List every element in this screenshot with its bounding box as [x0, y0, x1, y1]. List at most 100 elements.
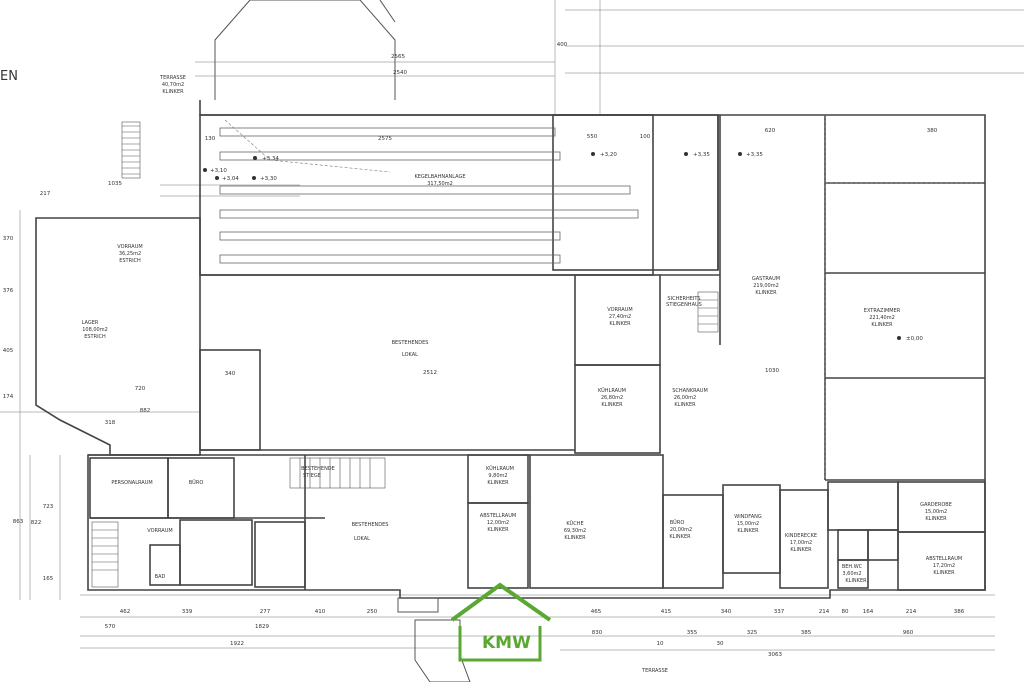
- dim-label: 720: [135, 386, 146, 392]
- level-marker-icons: [203, 152, 901, 340]
- dim-label: 130: [205, 136, 216, 142]
- level-marker: +3,10: [210, 168, 227, 174]
- dim-label: 380: [927, 128, 938, 134]
- dim-label: 960: [903, 630, 914, 636]
- entrance-bay: [397, 597, 471, 682]
- room-area-kegelbahn: 317,50m2: [427, 181, 453, 187]
- room-area-lager: 108,00m2: [82, 327, 108, 333]
- room-name-vorraum3: VORRAUM: [147, 528, 172, 534]
- room-name-vorraum2: VORRAUM: [607, 307, 632, 313]
- room-floor-kinderecke: KLINKER: [790, 547, 812, 553]
- room-name-personalraum: PERSONALRAUM: [111, 480, 152, 486]
- dim-label: 277: [260, 609, 271, 615]
- level-marker: +3,30: [260, 176, 277, 182]
- roof-outline: [214, 0, 396, 100]
- room-name-terrasse: TERRASSE: [159, 75, 186, 81]
- room-floor-lokal2: LOKAL: [354, 536, 370, 542]
- dim-label: 410: [315, 609, 326, 615]
- dim-label: 830: [592, 630, 603, 636]
- room-floor-terrasse: KLINKER: [162, 89, 184, 95]
- dim-label: 340: [721, 609, 732, 615]
- dim-label: 570: [105, 624, 116, 630]
- dim-label: 100: [640, 134, 651, 140]
- dimension-labels: 2565 2540 2575 400 130 550 100 620 380 2…: [3, 42, 965, 658]
- dim-label: 3063: [768, 652, 782, 658]
- dim-label: 164: [863, 609, 874, 615]
- dim-label: 405: [3, 348, 14, 354]
- room-area-abstellraum1: 12,00m2: [487, 520, 509, 526]
- room-name-lokal2: BESTEHENDES: [352, 522, 389, 528]
- dim-label: 250: [367, 609, 378, 615]
- room-floor-stiege: STIEGE: [303, 473, 321, 479]
- room-area-extrazimmer: 221,40m2: [869, 315, 895, 321]
- dim-label: 30: [717, 641, 724, 647]
- dim-label: 80: [842, 609, 849, 615]
- room-name-kinderecke: KINDERECKE: [785, 533, 817, 539]
- building-walls: [35, 100, 986, 599]
- dim-label: 355: [687, 630, 698, 636]
- room-area-terrasse: 40,70m2: [162, 82, 184, 88]
- dim-label: 550: [587, 134, 598, 140]
- room-floor-windfang: KLINKER: [737, 528, 759, 534]
- room-floor-gastraum: KLINKER: [755, 290, 777, 296]
- room-name-terrasse2: TERRASSE: [641, 668, 668, 674]
- dim-label: 214: [819, 609, 830, 615]
- level-marker: +3,34: [262, 156, 279, 162]
- dim-label: 863: [13, 519, 24, 525]
- dim-label: 2565: [391, 54, 405, 60]
- room-name-buero2: BÜRO: [670, 519, 685, 526]
- room-area-kuehlraum1: 26,80m2: [601, 395, 623, 401]
- level-markers: +3,34 +3,10 +3,04 +3,30 +3,20 +3,35 +3,3…: [210, 152, 923, 342]
- dim-label: 2575: [378, 136, 392, 142]
- room-floor-vorraum1: ESTRICH: [119, 258, 141, 264]
- dim-label: 620: [765, 128, 776, 134]
- room-name-kegelbahn: KEGELBAHNANLAGE: [414, 174, 465, 180]
- room-name-garderobe: GARDEROBE: [920, 502, 952, 508]
- room-floor-buero2: KLINKER: [669, 534, 691, 540]
- room-name-gastraum: GASTRAUM: [752, 276, 780, 282]
- room-floor-lager: ESTRICH: [84, 334, 106, 340]
- kmw-logo: KMW: [450, 582, 552, 662]
- level-marker: +3,04: [222, 176, 239, 182]
- room-area-vorraum2: 27,40m2: [609, 314, 631, 320]
- room-name-buero1: BÜRO: [189, 479, 204, 486]
- dim-label: 340: [225, 371, 236, 377]
- dim-label: 214: [906, 609, 917, 615]
- dim-label: 370: [3, 236, 14, 242]
- level-marker: +3,35: [746, 152, 763, 158]
- room-floor-kuehlraum1: KLINKER: [601, 402, 623, 408]
- room-floor-kueche: KLINKER: [564, 535, 586, 541]
- dim-label: 337: [774, 609, 785, 615]
- dim-label: 1035: [108, 181, 122, 187]
- room-area-kueche: 69,30m2: [564, 528, 586, 534]
- dim-label: 174: [3, 394, 14, 400]
- dim-label: 386: [954, 609, 965, 615]
- dim-label: 339: [182, 609, 193, 615]
- room-name-vorraum1: VORRAUM: [117, 244, 142, 250]
- room-area-behwc: 3,60m2: [842, 571, 861, 577]
- dim-label: 217: [40, 191, 51, 197]
- room-area-abstellraum2: 17,20m2: [933, 563, 955, 569]
- room-area-windfang: 15,00m2: [737, 521, 759, 527]
- level-marker: +3,20: [600, 152, 617, 158]
- room-name-kuehlraum2: KÜHLRAUM: [486, 465, 514, 472]
- room-floor-garderobe: KLINKER: [925, 516, 947, 522]
- room-name-abstellraum2: ABSTELLRAUM: [926, 556, 962, 562]
- room-floor-abstellraum1: KLINKER: [487, 527, 509, 533]
- room-area-vorraum1: 36,25m2: [119, 251, 141, 257]
- dim-label: 318: [105, 420, 116, 426]
- room-name-extrazimmer: EXTRAZIMMER: [864, 308, 901, 314]
- room-floor-abstellraum2: KLINKER: [933, 570, 955, 576]
- title-fragment: EN: [0, 69, 18, 84]
- room-area-buero2: 20,00m2: [670, 527, 692, 533]
- dim-label: 465: [591, 609, 602, 615]
- room-labels: TERRASSE 40,70m2 KLINKER KEGELBAHNANLAGE…: [82, 75, 963, 674]
- room-name-bad: BAD: [155, 574, 166, 580]
- room-name-kuehlraum1: KÜHLRAUM: [598, 387, 626, 394]
- room-floor-schankraum: KLINKER: [674, 402, 696, 408]
- bowling-lanes: [219, 127, 639, 264]
- logo-roof-icon: [450, 582, 552, 622]
- dim-label: 415: [661, 609, 672, 615]
- room-area-garderobe: 15,00m2: [925, 509, 947, 515]
